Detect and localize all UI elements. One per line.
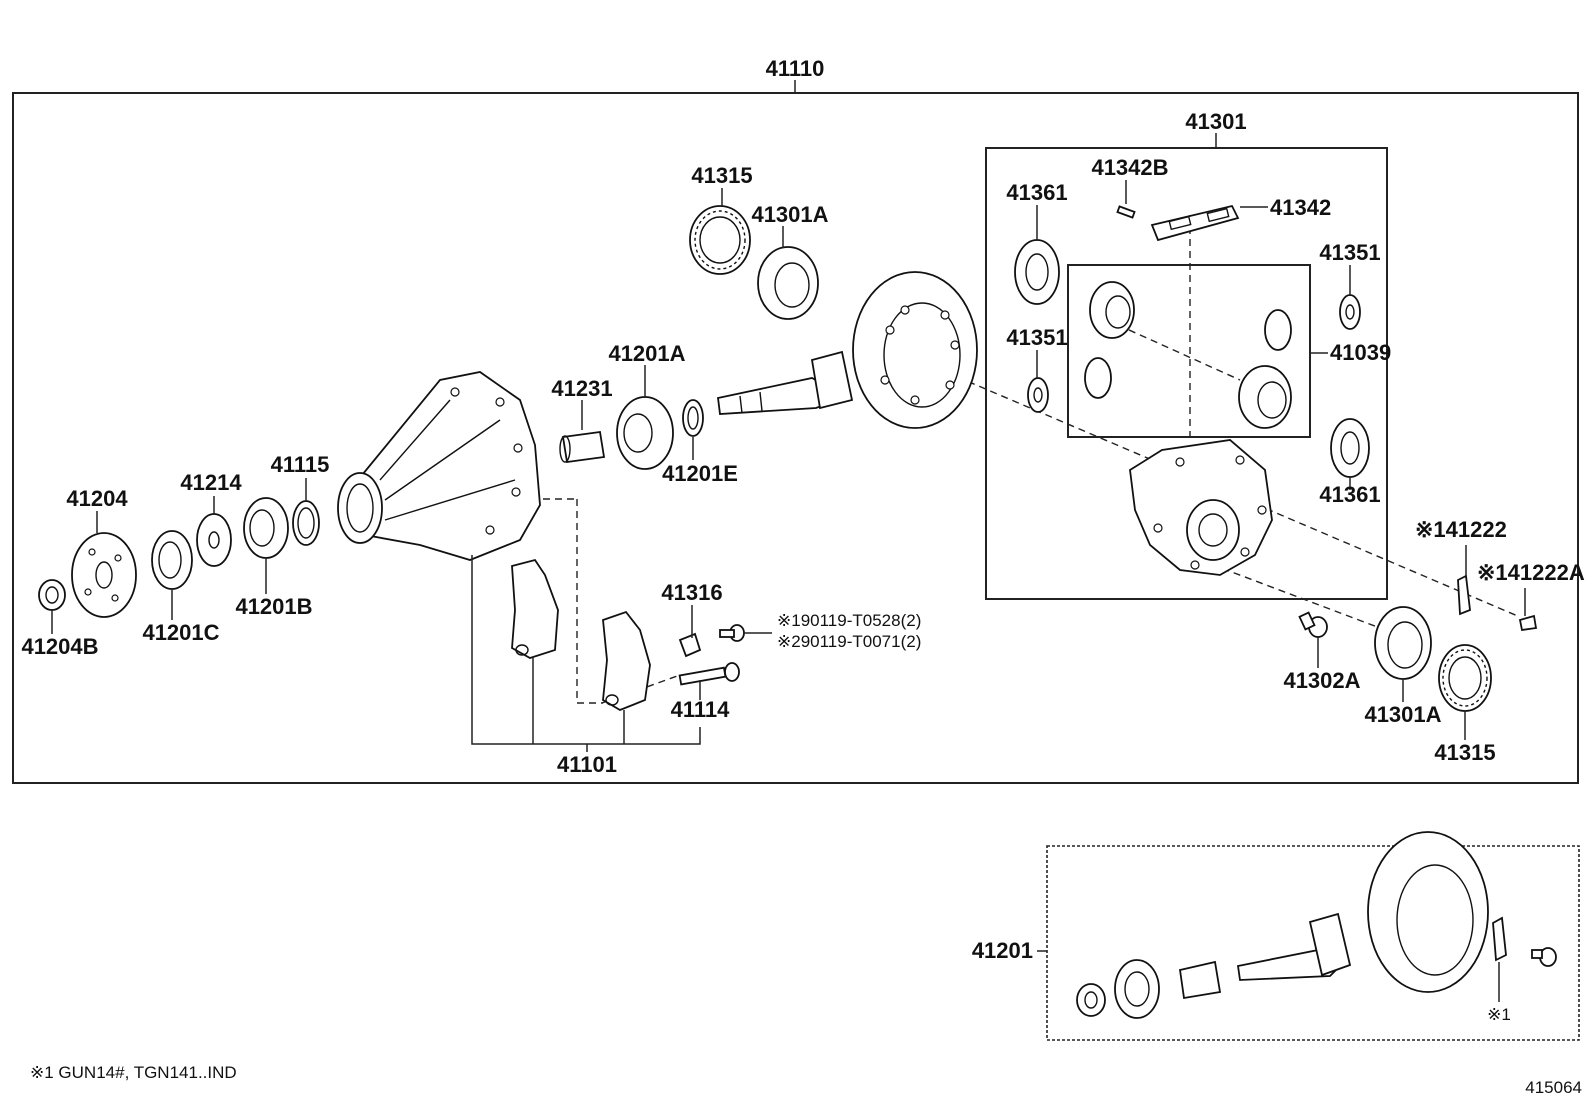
differential-case [1129,439,1273,576]
side-gear-lower [1238,365,1292,429]
set-nut [1076,983,1106,1017]
label-41302A: 41302A [1283,668,1360,693]
nut-41204B [38,579,66,611]
thrust-washer-41361-bottom [1330,418,1370,478]
label-41361-top: 41361 [1006,180,1067,205]
set-pinion-shaft [1236,912,1352,981]
bearing-41201B [243,497,289,559]
thrust-washer-41361-top [1014,239,1060,305]
label-41201E: 41201E [662,461,738,486]
label-41201B: 41201B [235,594,312,619]
label-41201: 41201 [972,938,1033,963]
label-41351-left: 41351 [1006,325,1067,350]
pinion-shaft-41342 [1150,204,1240,242]
bolt-41302A [1298,611,1328,638]
washer-41351-left [1027,377,1049,413]
label-41204: 41204 [66,486,128,511]
bolt-41222A [1518,614,1538,632]
label-41301A-bottom: 41301A [1364,702,1441,727]
label-41115: 41115 [271,452,330,477]
label-41301: 41301 [1185,109,1246,134]
label-note-mark: ※1 [1487,1005,1511,1024]
label-41301A-top: 41301A [751,202,828,227]
label-bolt-90119-t0071: ※290119-T0071(2) [777,632,921,651]
label-41315-bottom: 41315 [1434,740,1495,765]
label-41222A: ※141222A [1477,560,1585,585]
companion-flange-41204 [71,532,137,618]
footer-note: ※1 GUN14#, TGN141..IND [30,1063,237,1082]
label-41110: 41110 [766,56,825,81]
bolt-41114 [678,662,740,686]
pinion-gear-right [1264,309,1292,351]
bearing-cap-right [602,610,651,711]
lock-41222 [1457,574,1471,616]
bearing-41315-top [689,205,751,275]
label-bolt-90119-t0528: ※190119-T0528(2) [777,611,921,630]
spacer-41115 [292,500,320,546]
label-41214: 41214 [180,470,242,495]
bearing-race-41301A-top [757,246,819,320]
label-41361-bottom: 41361 [1319,482,1380,507]
diagram-id: 415064 [1525,1078,1582,1097]
label-41351-right: 41351 [1319,240,1380,265]
case-assembly-frame [985,147,1388,600]
bearing-race-41301A-bottom [1374,606,1432,680]
label-41315-top: 41315 [691,163,752,188]
label-41204B: 41204B [21,634,98,659]
pinion-gear-left [1084,357,1112,399]
pinion-shaft [717,350,854,415]
label-41342B: 41342B [1091,155,1168,180]
label-41231: 41231 [551,376,612,401]
label-41316: 41316 [661,580,722,605]
set-bearing [1114,959,1160,1019]
washer-41214 [196,513,232,567]
carrier-housing [337,371,541,561]
label-41201C: 41201C [142,620,219,645]
set-lock [1492,916,1507,962]
bearing-41315-bottom [1438,644,1492,712]
label-41222: ※141222 [1415,517,1507,542]
set-bolt [1531,947,1557,967]
bearing-cap-left [511,558,559,659]
pin-41342B [1116,205,1136,219]
washer-41201E [682,399,704,437]
side-gear-upper [1089,281,1135,339]
washer-41351-right [1339,294,1361,330]
set-spacer [1178,960,1222,1000]
lock-plate-41316 [678,632,702,658]
label-41101: 41101 [557,752,617,777]
ring-gear [852,271,978,429]
ring-pinion-set-frame [1046,845,1580,1041]
label-41201A: 41201A [608,341,685,366]
bolt-90119 [719,624,745,642]
set-ring-gear [1367,831,1489,993]
bearing-41201A [616,396,674,470]
label-41114: 41114 [671,697,731,722]
spacer-41231 [559,430,606,464]
label-41039: 41039 [1330,340,1391,365]
label-41342: 41342 [1270,195,1331,220]
oil-seal-41201C [151,530,193,590]
pinion-gear-kit-frame [1067,264,1311,438]
